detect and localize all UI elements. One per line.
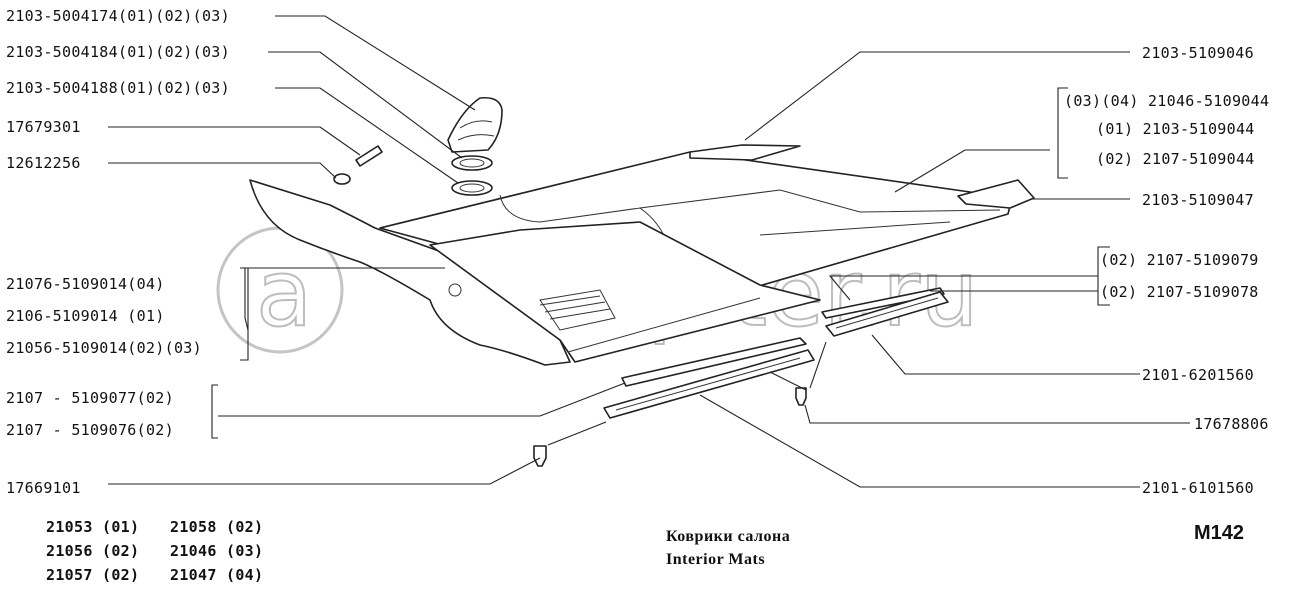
label-2101-6101560: 2101-6101560 <box>1142 479 1254 497</box>
label-2103-5109047: 2103-5109047 <box>1142 191 1254 209</box>
sill-plate-right <box>825 291 949 337</box>
screw-left <box>533 445 547 467</box>
label-2103-5109044: (01) 2103-5109044 <box>1096 120 1255 138</box>
label-2103-5004184: 2103-5004184(01)(02)(03) <box>6 43 230 61</box>
sill-plate-right-ribs <box>835 297 939 329</box>
model-21047: 21047 (04) <box>170 566 263 584</box>
seal-ring-lower <box>451 180 493 196</box>
label-2106-5109014: 2106-5109014 (01) <box>6 307 165 325</box>
figure-code: M142 <box>1194 522 1244 544</box>
rear-mat-rib <box>759 221 951 236</box>
front-mat-rear-edge <box>567 297 761 353</box>
label-17678806: 17678806 <box>1194 415 1269 433</box>
label-17669101: 17669101 <box>6 479 81 497</box>
boot-folds <box>457 120 495 141</box>
gear-lever-boot <box>447 96 503 153</box>
rear-mat-flap-left <box>689 144 801 161</box>
rear-mat-flap-right <box>957 179 1035 209</box>
label-2107-5109044: (02) 2107-5109044 <box>1096 150 1255 168</box>
watermark-symbol: a <box>256 240 312 347</box>
label-2107-5109078: (02) 2107-5109078 <box>1100 283 1259 301</box>
label-2107-5109079: (02) 2107-5109079 <box>1100 251 1259 269</box>
label-21056-5109014: 21056-5109014(02)(03) <box>6 339 202 357</box>
model-21053: 21053 (01) <box>46 518 139 536</box>
label-17679301: 17679301 <box>6 118 81 136</box>
label-12612256: 12612256 <box>6 154 81 172</box>
front-mat-main <box>429 221 821 363</box>
label-2103-5109046: 2103-5109046 <box>1142 44 1254 62</box>
sill-strip-right-upper <box>821 287 945 319</box>
heel-pad-ribs <box>539 295 611 320</box>
seal-ring-upper <box>451 155 493 171</box>
seal-ring-lower-inner <box>459 183 485 193</box>
model-21046: 21046 (03) <box>170 542 263 560</box>
label-21046-5109044: (03)(04) 21046-5109044 <box>1064 92 1269 110</box>
title-english: Interior Mats <box>666 551 765 568</box>
title-russian: Коврики салона <box>666 528 790 545</box>
left-labels: 2103-5004174(01)(02)(03) 2103-5004184(01… <box>6 7 230 497</box>
self-tapping-screw <box>355 145 383 167</box>
label-2107-5109077: 2107 - 5109077(02) <box>6 389 174 407</box>
label-2103-5004174: 2103-5004174(01)(02)(03) <box>6 7 230 25</box>
model-21057: 21057 (02) <box>46 566 139 584</box>
label-2101-6201560: 2101-6201560 <box>1142 366 1254 384</box>
model-legend: 21053 (01) 21058 (02) 21056 (02) 21046 (… <box>46 518 263 584</box>
right-labels: 2103-5109046 (03)(04) 21046-5109044 (01)… <box>1064 44 1269 497</box>
model-21058: 21058 (02) <box>170 518 263 536</box>
label-2103-5004188: 2103-5004188(01)(02)(03) <box>6 79 230 97</box>
sill-plate-left-ribs <box>615 357 801 411</box>
washer <box>333 173 351 185</box>
rear-mat-edge-line <box>639 189 1001 213</box>
model-21056: 21056 (02) <box>46 542 139 560</box>
mat-drawing <box>249 96 1035 467</box>
front-floor-mat <box>249 179 571 366</box>
heel-pad <box>539 289 616 331</box>
label-2107-5109076: 2107 - 5109076(02) <box>6 421 174 439</box>
screw-right <box>795 387 807 406</box>
front-mat-hole <box>448 283 462 297</box>
seal-ring-upper-inner <box>459 158 485 168</box>
label-21076-5109014: 21076-5109014(04) <box>6 275 165 293</box>
leader-lines <box>108 15 1190 488</box>
